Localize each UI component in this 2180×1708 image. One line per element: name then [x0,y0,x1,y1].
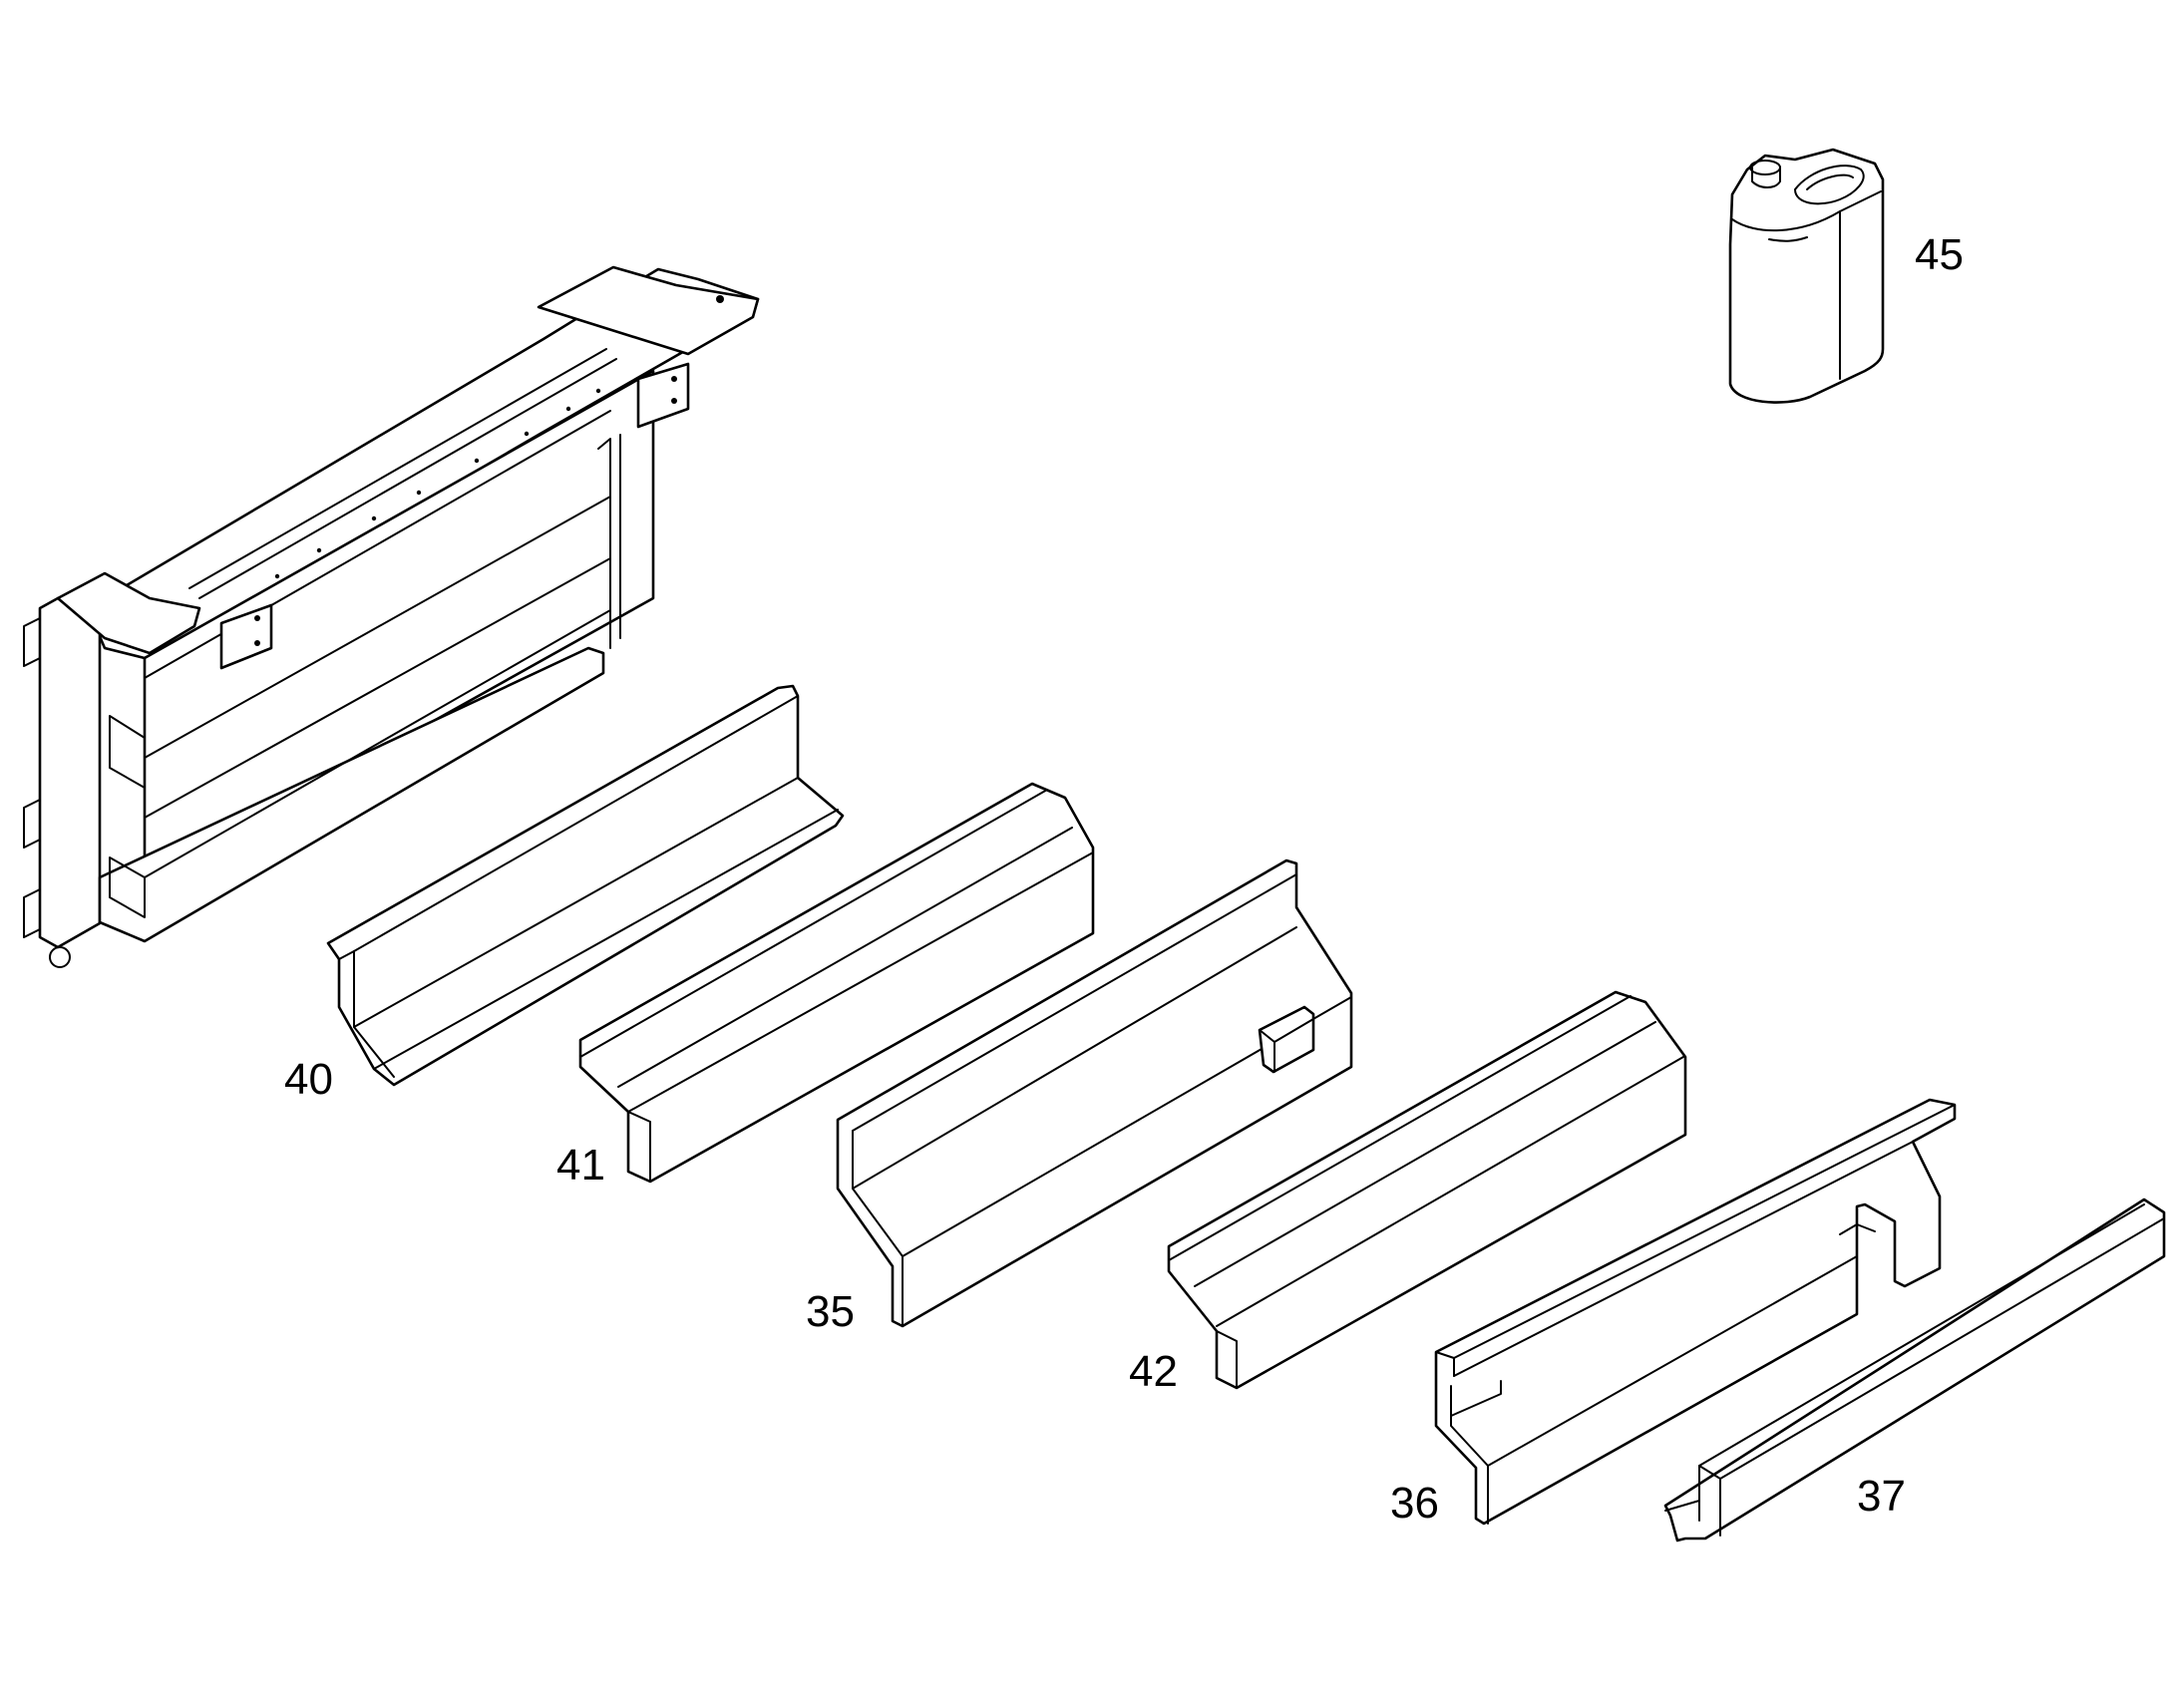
trim-part-36[interactable] [1434,1098,1957,1526]
callout-45: 45 [1915,230,1964,279]
trim-part-40[interactable] [326,684,845,1087]
callout-36: 36 [1390,1479,1439,1528]
trim-part-35[interactable] [836,858,1353,1328]
trim-part-37[interactable] [1663,1197,2166,1542]
callout-37: 37 [1857,1472,1906,1521]
callout-42: 42 [1129,1347,1178,1396]
callout-41: 41 [556,1141,605,1190]
callout-40: 40 [284,1055,333,1104]
callout-35: 35 [806,1287,855,1336]
trim-part-42[interactable] [1167,990,1687,1390]
canister-part-45[interactable] [1728,148,1885,404]
frame-assembly[interactable] [23,265,760,968]
trim-part-41[interactable] [578,782,1095,1184]
